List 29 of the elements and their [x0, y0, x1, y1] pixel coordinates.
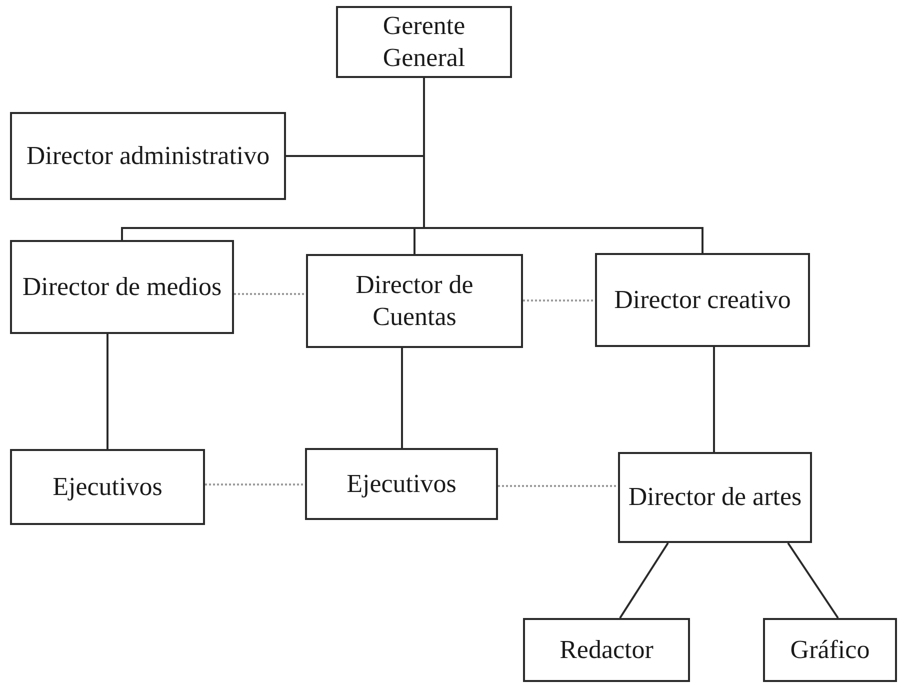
connector-line: [106, 334, 108, 449]
position-title: Ejecutivos: [52, 470, 162, 503]
position-title: Director administrativo: [26, 140, 270, 172]
position-title: Gerente General: [382, 10, 466, 74]
connector-line: [787, 542, 839, 619]
position-box: [306, 254, 523, 348]
position-title: Director creativo: [614, 284, 791, 316]
connector-line: [523, 300, 595, 302]
position-box: [10, 240, 234, 334]
connector-line: [713, 347, 715, 452]
position-box: [305, 448, 498, 520]
position-box: [595, 253, 810, 347]
position-box: [523, 618, 690, 682]
position-box: [618, 452, 812, 543]
position-title: Director de medios: [22, 270, 222, 303]
position-box: [10, 449, 205, 525]
position-box: [336, 6, 512, 78]
position-box: [763, 618, 897, 682]
position-title: Ejecutivos: [346, 468, 456, 500]
connector-line: [498, 485, 618, 487]
connector-line: [401, 348, 403, 448]
connector-line: [234, 293, 306, 295]
position-title: Redactor: [560, 634, 654, 666]
position-title: Gráfico: [790, 634, 870, 666]
connector-line: [205, 484, 305, 486]
position-title: Director de artes: [628, 481, 802, 514]
position-box: [10, 112, 286, 200]
connector-line: [619, 542, 669, 619]
position-title: Director de Cuentas: [354, 268, 474, 333]
